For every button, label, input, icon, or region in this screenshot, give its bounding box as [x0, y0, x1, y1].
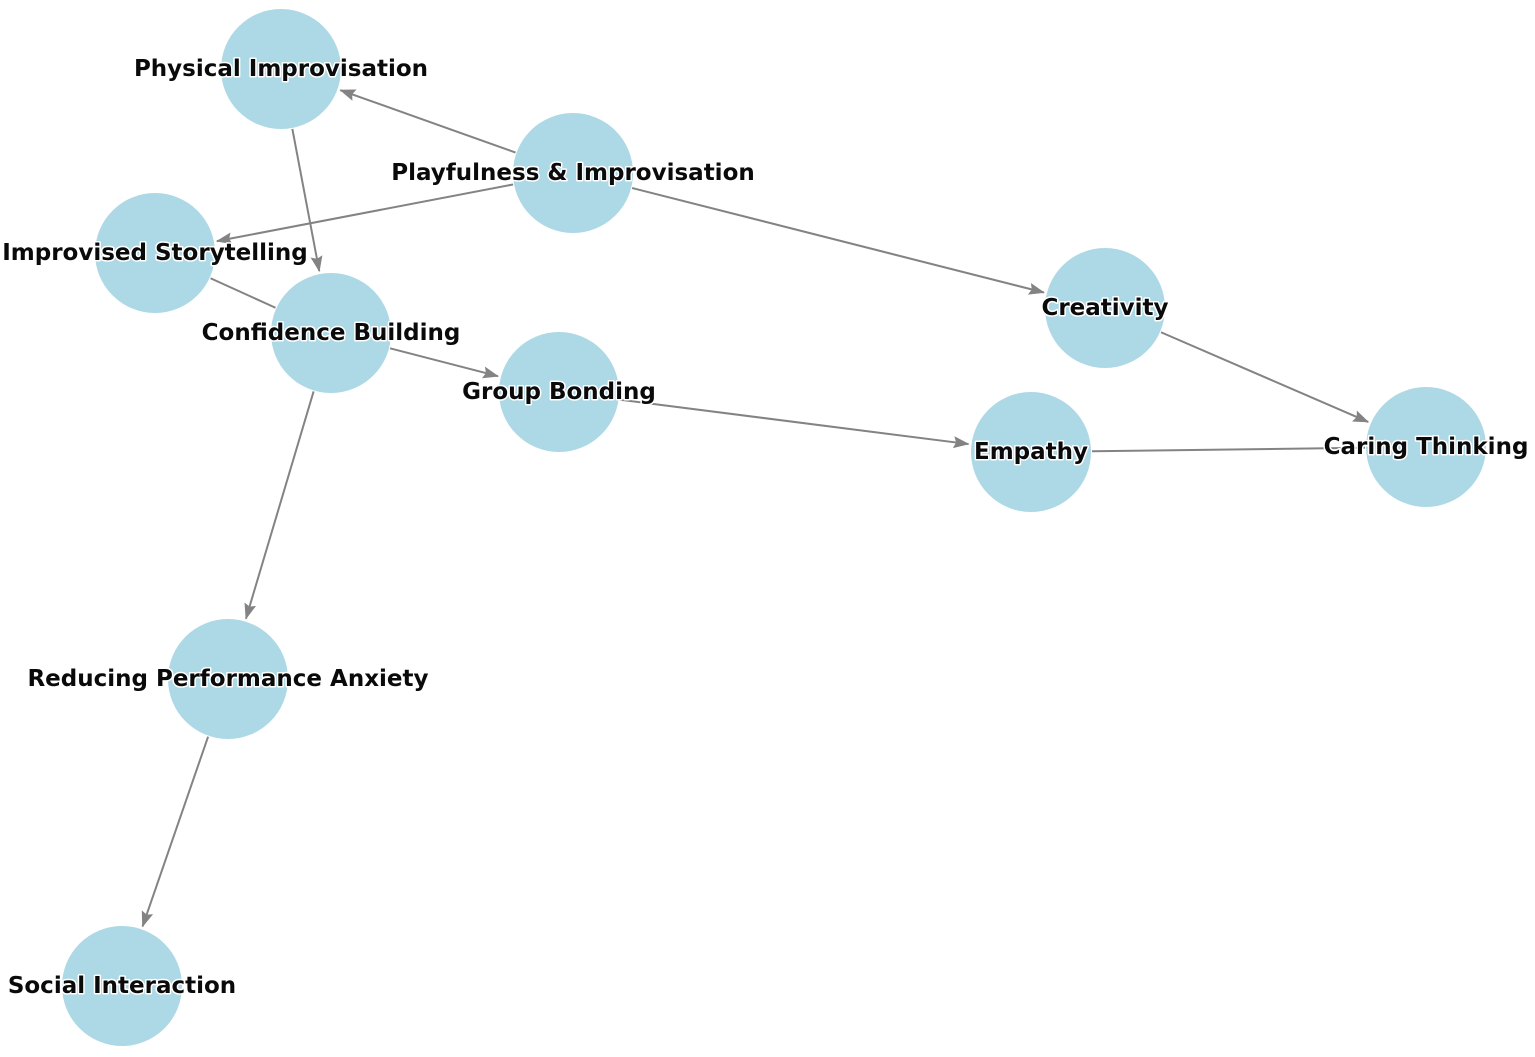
node-label-reducing-performance-anxiety: Reducing Performance Anxiety — [27, 666, 428, 692]
node-creativity — [1045, 248, 1165, 368]
node-label-improvised-storytelling: Improvised Storytelling — [2, 240, 308, 266]
node-label-caring-thinking: Caring Thinking — [1324, 434, 1529, 460]
node-label-confidence-building: Confidence Building — [202, 320, 461, 346]
node-caring-thinking — [1366, 387, 1486, 507]
edge-reducing-performance-anxiety--social-interaction — [141, 736, 210, 928]
node-label-playfulness-improvisation: Playfulness & Improvisation — [391, 160, 755, 186]
edge-confidence-building--group-bonding — [389, 347, 499, 379]
node-improvised-storytelling — [95, 193, 215, 313]
edge-improvised-storytelling--confidence-building — [210, 277, 276, 309]
node-empathy — [971, 392, 1091, 512]
edge-playfulness-improvisation--creativity — [631, 187, 1045, 295]
node-reducing-performance-anxiety — [168, 619, 288, 739]
node-label-social-interaction: Social Interaction — [8, 973, 236, 999]
edge-empathy--caring-thinking — [1091, 446, 1366, 453]
node-confidence-building — [271, 273, 391, 393]
nodes-layer — [62, 9, 1486, 1046]
node-label-creativity: Creativity — [1041, 295, 1168, 321]
edge-physical-improvisation--confidence-building — [291, 128, 323, 273]
edges-layer — [141, 89, 1370, 928]
node-group-bonding — [499, 332, 619, 452]
node-playfulness-improvisation — [513, 113, 633, 233]
node-social-interaction — [62, 926, 182, 1046]
node-label-empathy: Empathy — [974, 439, 1088, 465]
edge-creativity--caring-thinking — [1160, 331, 1370, 423]
node-label-group-bonding: Group Bonding — [462, 379, 656, 405]
edge-playfulness-improvisation--improvised-storytelling — [215, 183, 514, 245]
node-physical-improvisation — [221, 9, 341, 129]
edge-group-bonding--empathy — [619, 398, 970, 449]
node-label-physical-improvisation: Physical Improvisation — [134, 56, 428, 82]
edge-playfulness-improvisation--physical-improvisation — [339, 89, 516, 154]
edge-confidence-building--reducing-performance-anxiety — [244, 391, 315, 620]
